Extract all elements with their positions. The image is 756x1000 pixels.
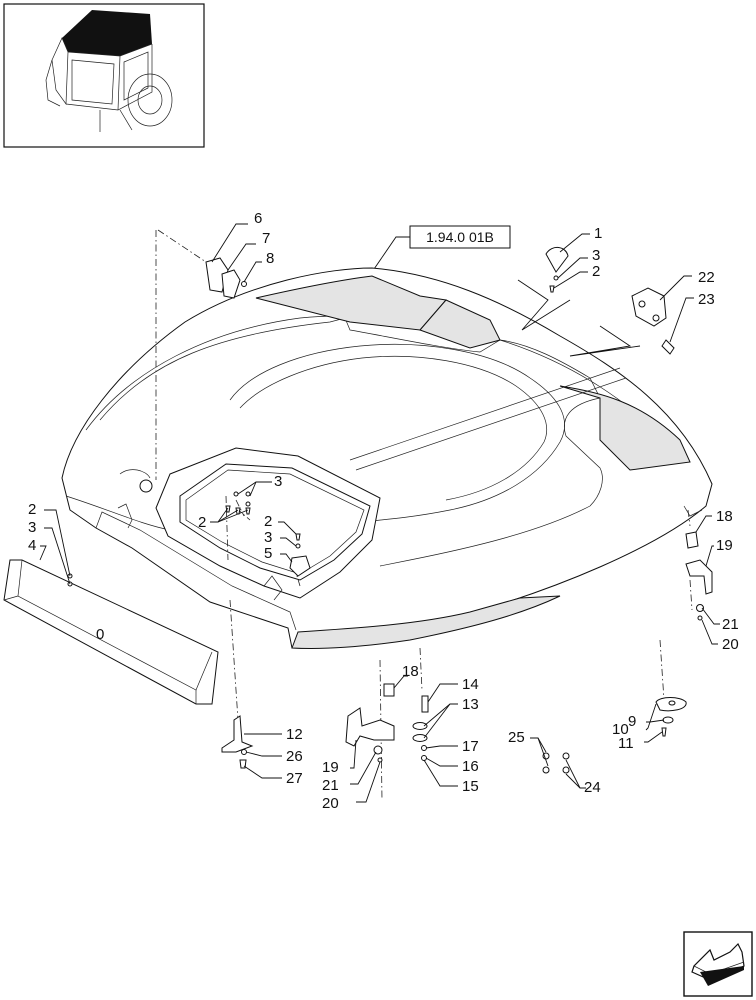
callout-3-trim: 3 bbox=[28, 519, 36, 536]
tractor-cab-roof-thumbnail bbox=[45, 10, 173, 132]
callout-19-center: 19 bbox=[322, 759, 339, 776]
center-mount-18-19-21-20: 18 19 21 20 bbox=[322, 663, 419, 812]
plate-group-10-9-11: 10 9 11 bbox=[612, 697, 687, 752]
bracket-12-26-27: 12 26 27 bbox=[221, 715, 303, 787]
next-page-arrow-icon[interactable] bbox=[683, 931, 753, 997]
callout-20-right: 20 bbox=[722, 636, 739, 653]
callout-17: 17 bbox=[462, 738, 479, 755]
callout-2-latch: 2 bbox=[264, 513, 272, 530]
callout-15: 15 bbox=[462, 778, 479, 795]
cab-roof-panel bbox=[61, 267, 713, 650]
latch-parts-1-3-2: 1 3 2 bbox=[545, 225, 602, 293]
callout-8: 8 bbox=[266, 250, 274, 267]
callout-2-trim: 2 bbox=[28, 501, 36, 518]
right-mount-18-19-21-20: 18 19 21 20 bbox=[685, 508, 739, 653]
callout-18-center: 18 bbox=[402, 663, 419, 680]
callout-21-right: 21 bbox=[722, 616, 739, 633]
callout-13: 13 bbox=[462, 696, 479, 713]
callout-4: 4 bbox=[28, 537, 36, 554]
front-trim-panel-2-3-4: 0 2 3 4 bbox=[3, 501, 219, 705]
callout-10: 10 bbox=[612, 721, 629, 738]
callout-20-center: 20 bbox=[322, 795, 339, 812]
callout-7: 7 bbox=[262, 230, 270, 247]
callout-2-hatch: 2 bbox=[198, 514, 206, 531]
thumbnail-box bbox=[3, 3, 205, 148]
callout-16: 16 bbox=[462, 758, 479, 775]
callout-22: 22 bbox=[698, 269, 715, 286]
bracket-parts-6-7-8: 6 7 8 bbox=[205, 210, 274, 299]
hatch-screws-2-3: 3 2 bbox=[198, 473, 282, 531]
callout-26: 26 bbox=[286, 748, 303, 765]
callout-14: 14 bbox=[462, 676, 479, 693]
hinge-bracket-22-23: 22 23 bbox=[631, 269, 715, 355]
callout-1: 1 bbox=[594, 225, 602, 242]
callout-21-center: 21 bbox=[322, 777, 339, 794]
callout-9: 9 bbox=[628, 713, 636, 730]
callout-24: 24 bbox=[584, 779, 601, 796]
callout-3-hatch: 3 bbox=[274, 473, 282, 490]
callout-3-latch: 3 bbox=[264, 529, 272, 546]
callout-3-top: 3 bbox=[592, 247, 600, 264]
callout-5: 5 bbox=[264, 545, 272, 562]
callout-25: 25 bbox=[508, 729, 525, 746]
reference-label: 1.94.0 01B bbox=[426, 229, 494, 245]
trim-mark: 0 bbox=[96, 626, 104, 643]
callout-23: 23 bbox=[698, 291, 715, 308]
callout-12: 12 bbox=[286, 726, 303, 743]
callout-6: 6 bbox=[254, 210, 262, 227]
callout-18-right: 18 bbox=[716, 508, 733, 525]
callout-2-top: 2 bbox=[592, 263, 600, 280]
nut-group-25-24: 25 24 bbox=[508, 729, 601, 796]
callout-11: 11 bbox=[618, 735, 634, 752]
callout-19-right: 19 bbox=[716, 537, 733, 554]
reference-box: 1.94.0 01B bbox=[371, 225, 511, 273]
hatch-latch-2-3-5: 2 3 5 bbox=[264, 513, 311, 577]
callout-27: 27 bbox=[286, 770, 303, 787]
fastener-stack-13-17: 14 13 17 16 15 bbox=[412, 676, 479, 795]
